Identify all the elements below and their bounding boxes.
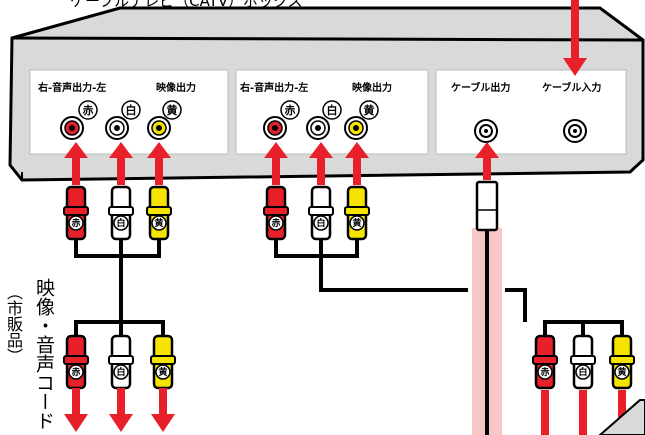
svg-text:白: 白	[316, 217, 325, 229]
svg-text:白: 白	[116, 217, 125, 229]
plugs-top-left	[62, 185, 173, 241]
coax-plug	[475, 180, 499, 232]
audio-output-label-left: 右-音声出力-左	[38, 83, 107, 94]
f-connector-icon	[474, 119, 587, 143]
svg-text:黄: 黄	[352, 217, 361, 229]
svg-text:白: 白	[578, 366, 587, 378]
cord-sub-label: （市販品）	[4, 284, 23, 364]
badge-white-mid: 白	[327, 103, 338, 117]
plugs-bottom-left	[62, 334, 177, 390]
badge-yellow-mid: 黄	[364, 103, 375, 117]
cord-label: 映像・音声コード	[33, 278, 55, 430]
panel-middle	[235, 69, 429, 155]
badge-yellow-left: 黄	[167, 103, 178, 117]
svg-text:赤: 赤	[540, 366, 549, 378]
svg-text:赤: 赤	[71, 366, 80, 378]
video-output-label-left: 映像出力	[156, 83, 196, 94]
cable-in-label: ケーブル入力	[542, 83, 602, 94]
svg-text:赤: 赤	[271, 217, 280, 229]
cables	[74, 240, 624, 338]
cable-out-label: ケーブル出力	[451, 83, 511, 94]
panel-right	[435, 69, 627, 155]
panel-badges: 赤 白 黄 赤 白 黄	[78, 100, 379, 120]
jacks-left	[60, 116, 171, 140]
svg-text:赤: 赤	[71, 217, 80, 229]
arrow-down-icon	[64, 0, 626, 435]
svg-text:黄: 黄	[158, 366, 167, 378]
jacks-middle	[263, 116, 368, 140]
svg-text:黄: 黄	[154, 217, 163, 229]
svg-text:黄: 黄	[617, 366, 626, 378]
badge-red-mid: 赤	[285, 103, 296, 117]
video-output-label-middle: 映像出力	[352, 83, 392, 94]
arrow-up-icon	[64, 142, 499, 185]
partial-device	[598, 399, 645, 435]
device-title: ケーブルテレビ（CATV）ボックス	[70, 0, 303, 10]
badge-white-left: 白	[126, 103, 137, 117]
audio-output-label-middle: 右-音声出力-左	[240, 83, 309, 94]
badge-red-left: 赤	[83, 103, 94, 117]
plugs-bottom-right	[531, 334, 636, 390]
plug-marks: 赤 白 黄 赤 白 黄 赤 白 黄 赤 白 黄	[71, 217, 626, 378]
plugs-top-middle	[262, 185, 371, 241]
svg-text:白: 白	[116, 366, 125, 378]
